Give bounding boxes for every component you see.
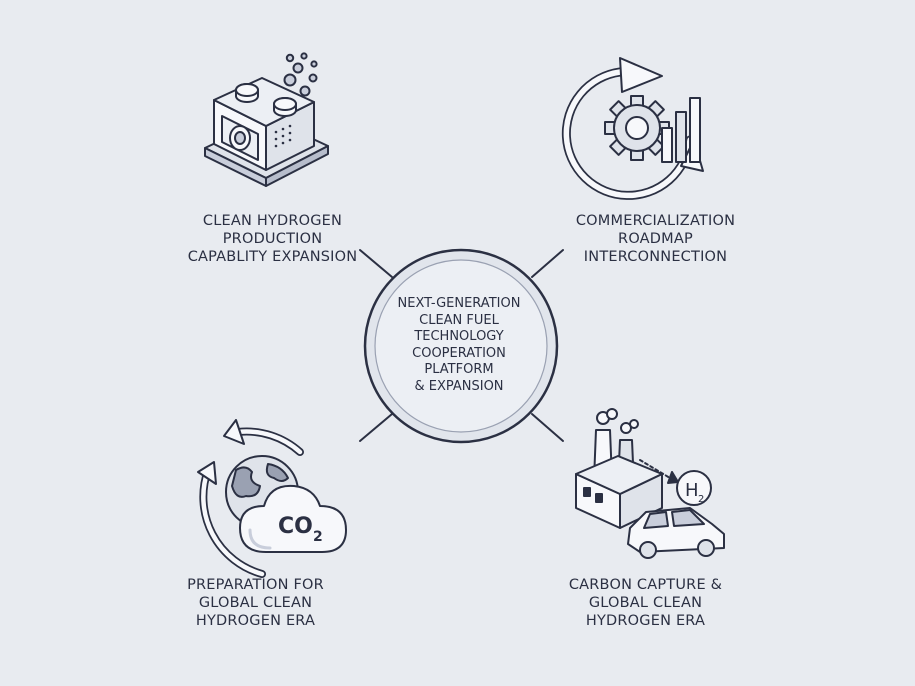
center-line: & EXPANSION [414, 378, 504, 394]
connector-lines [359, 249, 564, 442]
connector-top-right [531, 249, 564, 278]
globe-co2-cloud-icon [197, 419, 347, 578]
gear-cycle-chart-icon [561, 57, 704, 200]
node-label-line: GLOBAL CLEAN [588, 595, 703, 611]
node-label-line: COMMERCIALIZATION [575, 213, 736, 229]
node-label-line: INTERCONNECTION [583, 249, 728, 265]
node-label-line: CLEAN HYDROGEN [202, 213, 343, 229]
node-label-line: ROADMAP [618, 231, 693, 247]
center-line: CLEAN FUEL [419, 312, 499, 328]
electrolyzer-icon [204, 52, 329, 187]
center-line: NEXT-GENERATION [397, 296, 521, 311]
center-line: COOPERATION [412, 345, 506, 361]
center-line: PLATFORM [424, 362, 494, 378]
node-label-line: GLOBAL CLEAN [198, 595, 313, 611]
node-label-carbon-capture: CARBON CAPTURE & GLOBAL CLEAN HYDROGEN E… [533, 576, 758, 630]
node-label-line: HYDROGEN ERA [195, 613, 316, 629]
center-line: TECHNOLOGY [414, 329, 504, 345]
factory-hydrogen-car-icon [575, 408, 725, 559]
connector-bottom-left [359, 413, 393, 442]
node-label-line: HYDROGEN ERA [585, 613, 706, 629]
node-label-line: CAPABLITY EXPANSION [187, 249, 358, 265]
node-label-commercialization: COMMERCIALIZATION ROADMAP INTERCONNECTIO… [543, 212, 768, 266]
node-label-line: CARBON CAPTURE & [568, 577, 723, 593]
node-label-line: PRODUCTION [222, 231, 323, 247]
node-label-preparation: PREPARATION FOR GLOBAL CLEAN HYDROGEN ER… [143, 576, 368, 630]
co2-label: CO [278, 514, 313, 539]
h2-subscript: 2 [698, 494, 704, 505]
center-hub-label: NEXT-GENERATION CLEAN FUEL TECHNOLOGY CO… [371, 296, 547, 396]
connector-bottom-right [531, 413, 564, 442]
connector-top-left [359, 249, 393, 278]
node-label-hydrogen-production: CLEAN HYDROGEN PRODUCTION CAPABLITY EXPA… [160, 212, 385, 266]
node-label-line: PREPARATION FOR [187, 577, 324, 593]
h2-label: H [685, 480, 699, 501]
center-hub [363, 248, 559, 444]
co2-subscript: 2 [313, 529, 323, 545]
